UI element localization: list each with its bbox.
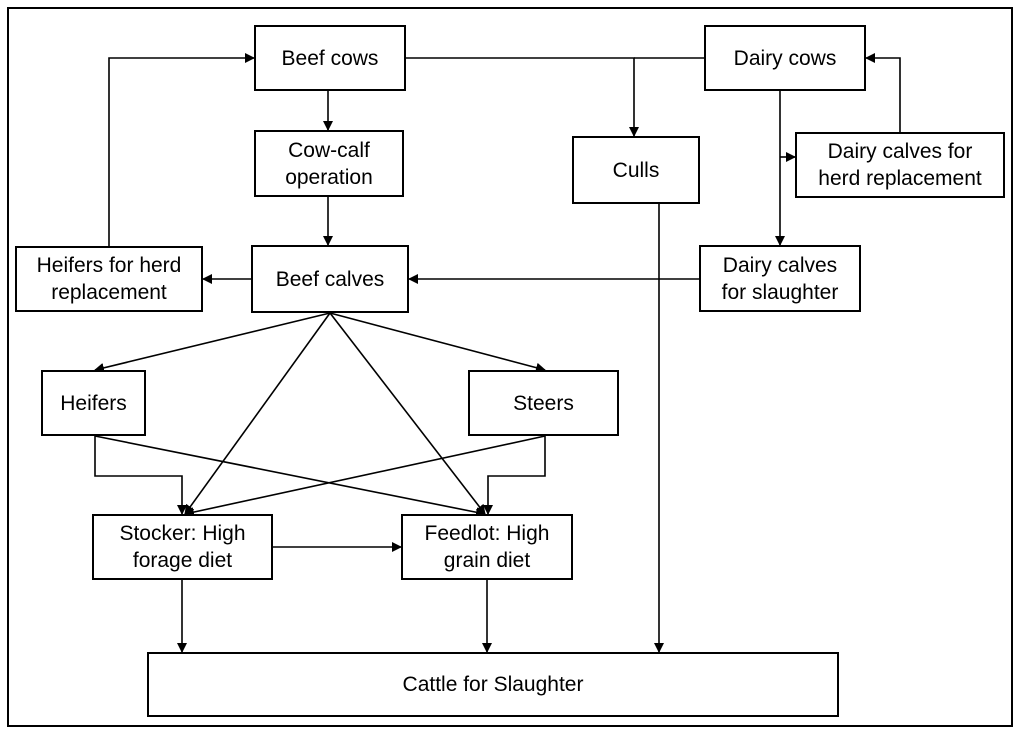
node-heifers-herd-replacement: Heifers for herd replacement — [15, 246, 203, 312]
arrow-heifers-to-stocker — [94, 436, 187, 515]
node-beef-cows: Beef cows — [254, 25, 406, 91]
node-beef-calves: Beef calves — [251, 245, 409, 313]
arrow-beef-calves-to-stocker — [184, 312, 331, 515]
node-culls: Culls — [572, 136, 700, 204]
node-steers: Steers — [468, 370, 619, 436]
node-cattle-for-slaughter: Cattle for Slaughter — [147, 652, 839, 717]
arrow-steers-to-stocker — [184, 435, 546, 517]
node-heifers: Heifers — [41, 370, 146, 436]
arrow-beef-calves-to-feedlot — [329, 312, 486, 515]
arrow-beef-calves-to-heifers — [94, 312, 331, 373]
node-dairy-calves-herd-replacement: Dairy calves for herd replacement — [795, 132, 1005, 198]
node-stocker: Stocker: High forage diet — [92, 514, 273, 580]
arrow-dairy-replacement-to-dairy-cows — [865, 53, 901, 132]
arrow-heifers-replacement-to-beef-cows — [108, 53, 255, 246]
arrow-beef-cows-to-culls — [406, 57, 639, 137]
node-cow-calf-operation: Cow-calf operation — [254, 130, 404, 197]
arrow-heifers-to-feedlot — [94, 435, 486, 518]
node-feedlot: Feedlot: High grain diet — [401, 514, 573, 580]
arrow-steers-to-feedlot — [483, 436, 546, 515]
diagram-frame — [7, 7, 1013, 727]
arrow-beef-calves-to-steers — [329, 312, 546, 373]
node-dairy-cows: Dairy cows — [704, 25, 866, 91]
node-dairy-calves-for-slaughter: Dairy calves for slaughter — [699, 245, 861, 312]
